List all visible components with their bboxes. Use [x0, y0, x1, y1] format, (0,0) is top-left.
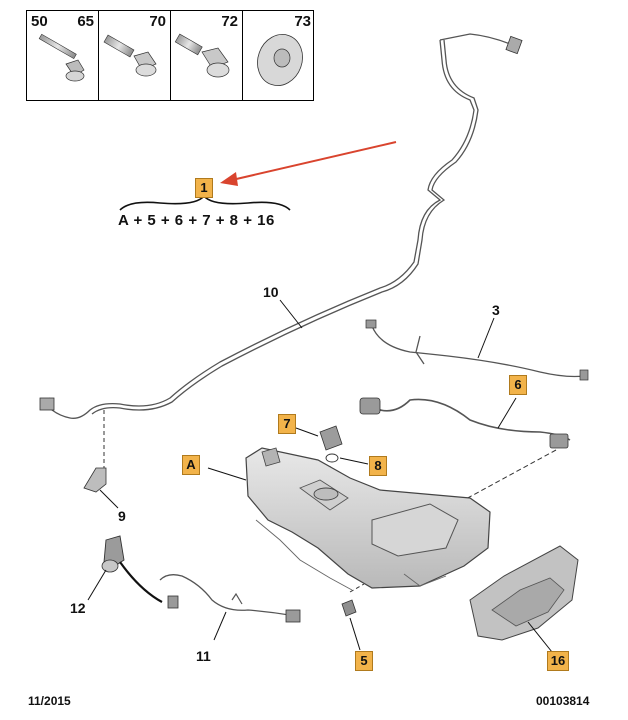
dashed-guide [463, 449, 557, 501]
connector-icon [285, 609, 301, 623]
washer-73-icon [257, 34, 303, 86]
leader-line [279, 299, 303, 329]
bolt-72-icon [174, 33, 230, 78]
kit-formula: A + 5 + 6 + 7 + 8 + 16 [118, 212, 275, 229]
leader-line [213, 611, 227, 641]
bolt-65-icon [38, 33, 85, 82]
fastener-number: 73 [294, 13, 311, 30]
leader-line [87, 569, 107, 601]
label-3[interactable]: 3 [492, 302, 500, 318]
arrow-head-icon [220, 172, 238, 186]
harness-11 [159, 574, 297, 617]
leader-line [295, 427, 319, 437]
date-code: 11/2015 [28, 694, 71, 708]
label-10[interactable]: 10 [263, 284, 279, 300]
leader-line [99, 489, 119, 509]
leader-line [497, 397, 517, 429]
fastener-cell-1[interactable]: 50 65 [27, 11, 99, 100]
fastener-cell-4[interactable]: 73 [243, 11, 315, 100]
reference-number: 00103814 [536, 694, 590, 708]
harness-3 [371, 325, 585, 378]
fastener-cell-3[interactable]: 72 [171, 11, 243, 100]
fastener-number: 70 [149, 13, 166, 30]
connector-icon [579, 369, 589, 381]
fuel-line-10-edge [91, 39, 479, 415]
bolt-70-icon [103, 34, 157, 77]
harness-3-branch [415, 335, 425, 365]
callout-tag-1[interactable]: 1 [195, 178, 213, 198]
connector-icon [167, 595, 179, 609]
fuel-line-10 [47, 39, 475, 419]
fastener-number: 72 [221, 13, 238, 30]
leader-line [207, 467, 247, 481]
leader-line [477, 317, 495, 359]
connector-icon [505, 35, 523, 55]
leader-line [339, 457, 369, 465]
tag-7[interactable]: 7 [278, 414, 296, 434]
seal-ring-8-icon [325, 453, 339, 463]
fastener-number: 50 [31, 13, 48, 30]
fastener-table: 50 65 70 72 73 [26, 10, 314, 101]
fuel-line-10-end [439, 33, 511, 45]
connector-icon [549, 433, 569, 449]
connector-icon [359, 397, 381, 415]
leader-line [349, 617, 361, 651]
bracket-9-icon [83, 467, 107, 493]
sensor-12-base [101, 559, 119, 573]
label-12[interactable]: 12 [70, 600, 86, 616]
label-11[interactable]: 11 [196, 648, 211, 664]
dashed-guide [349, 583, 365, 593]
leader-line [527, 621, 553, 653]
tag-A[interactable]: A [182, 455, 200, 475]
fastener-cell-2[interactable]: 70 [99, 11, 171, 100]
hose-6 [369, 398, 571, 441]
tag-8[interactable]: 8 [369, 456, 387, 476]
fuel-tank-A [245, 447, 491, 591]
tag-16[interactable]: 16 [547, 651, 569, 671]
label-9[interactable]: 9 [118, 508, 126, 524]
connector-icon [365, 319, 377, 329]
connector-icon [39, 397, 55, 411]
fastener-number: 65 [77, 13, 94, 30]
heat-shield-16-inner [491, 577, 565, 627]
brace [119, 194, 291, 211]
plug-7-icon [319, 425, 343, 451]
tag-5[interactable]: 5 [355, 651, 373, 671]
callout-arrow [231, 141, 397, 181]
harness-11-clip [231, 592, 243, 605]
tag-6[interactable]: 6 [509, 375, 527, 395]
clip-5-icon [341, 599, 357, 617]
sensor-cable [119, 561, 163, 603]
